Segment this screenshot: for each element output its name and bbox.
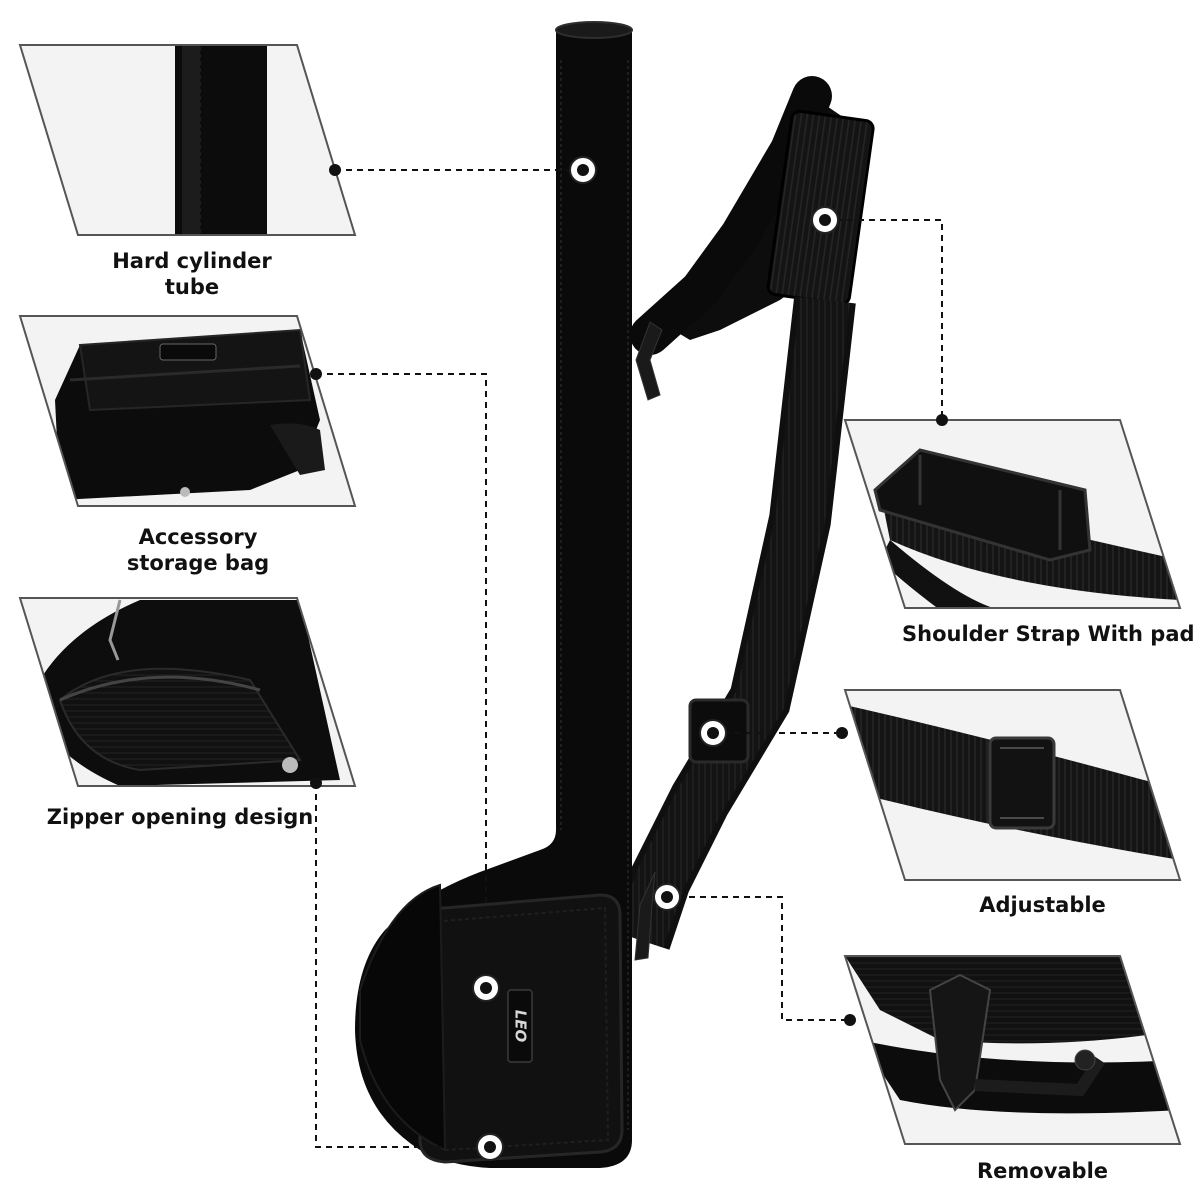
inset-shoulder-pad: [843, 419, 1182, 609]
label-removable: Removable: [955, 1158, 1130, 1184]
hotspot-marker: [476, 1133, 504, 1161]
label-line: Accessory: [138, 525, 258, 549]
brand-logo: LEO: [512, 1010, 530, 1043]
label-line: Shoulder Strap With pad: [902, 622, 1195, 646]
hotspot-marker: [811, 206, 839, 234]
label-zipper-opening-design: Zipper opening design: [40, 804, 320, 830]
label-hard-cylinder-tube: Hard cylinder tube: [92, 248, 292, 300]
rod-case-bag: LEO: [355, 21, 875, 1168]
label-accessory-storage-bag: Accessory storage bag: [92, 524, 304, 576]
hotspot-marker: [569, 156, 597, 184]
leader-dots: [310, 164, 948, 1026]
hotspot-marker: [653, 883, 681, 911]
label-line: Adjustable: [979, 893, 1106, 917]
label-line: tube: [164, 275, 220, 299]
label-line: Removable: [976, 1159, 1109, 1183]
label-adjustable: Adjustable: [955, 892, 1130, 918]
inset-accessory-bag: [18, 315, 357, 507]
inset-adjustable: [843, 689, 1182, 881]
hotspot-marker: [699, 719, 727, 747]
hotspot-markers: [472, 156, 839, 1161]
label-line: Hard cylinder: [112, 249, 272, 273]
leader-lines: [315, 169, 943, 1148]
inset-hard-tube: [18, 44, 357, 236]
inset-removable: [843, 955, 1182, 1145]
label-line: storage bag: [126, 551, 270, 575]
label-line: Zipper opening design: [46, 805, 314, 829]
hotspot-marker: [472, 974, 500, 1002]
inset-zipper: [18, 597, 357, 787]
label-shoulder-strap: Shoulder Strap With pad: [902, 621, 1195, 647]
